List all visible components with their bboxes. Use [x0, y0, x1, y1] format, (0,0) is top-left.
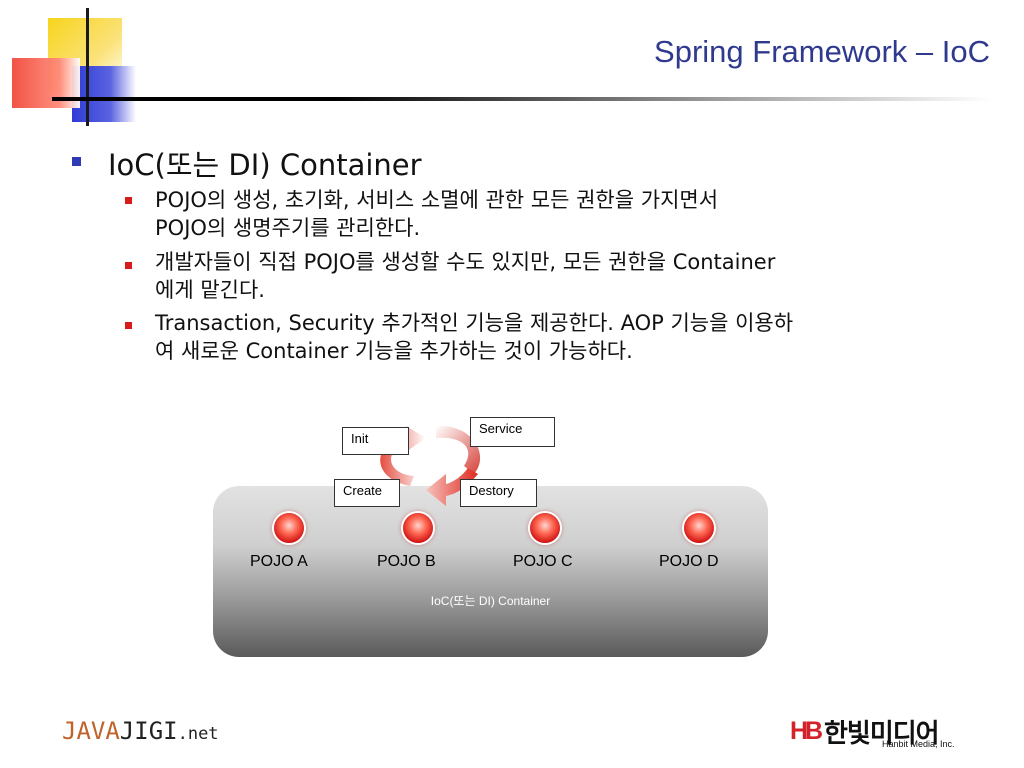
javajigi-logo-part3: .net — [177, 724, 219, 744]
stage-destroy-box: Destory — [460, 479, 537, 507]
pojo-b-dot-icon — [403, 513, 433, 543]
sub-bullet-3-line1: Transaction, Security 추가적인 기능을 제공한다. AOP… — [155, 311, 794, 335]
hanbit-media-logo: HB 한빛미디어 Hanbit Media, Inc. — [790, 713, 990, 753]
sub-bullet-1-line2: POJO의 생명주기를 관리한다. — [155, 216, 421, 240]
sub-bullet-icon — [125, 197, 132, 204]
sub-bullet-2-line2: 에게 맡긴다. — [155, 278, 265, 302]
pojo-a-dot-icon — [274, 513, 304, 543]
decor-blue-square — [72, 66, 136, 122]
ioc-container-box: IoC(또는 DI) Container — [213, 486, 768, 657]
title-underline — [52, 97, 992, 101]
javajigi-logo-part1: JAVA — [62, 717, 120, 745]
container-label: IoC(또는 DI) Container — [430, 594, 551, 608]
pojo-c-dot-icon — [530, 513, 560, 543]
bullet-main: IoC(또는 DI) Container — [108, 148, 422, 182]
bullet-square-icon — [72, 157, 81, 166]
hanbit-subtitle: Hanbit Media, Inc. — [882, 739, 955, 749]
sub-bullet-icon — [125, 322, 132, 329]
pojo-d-label: POJO D — [659, 553, 719, 570]
javajigi-logo: JAVAJIGI.net — [62, 717, 219, 745]
pojo-c-label: POJO C — [513, 553, 573, 570]
stage-service-box: Service — [470, 417, 555, 447]
sub-bullet-icon — [125, 262, 132, 269]
sub-bullet-2-line1: 개발자들이 직접 POJO를 생성할 수도 있지만, 모든 권한을 Contai… — [155, 250, 776, 274]
stage-create-box: Create — [334, 479, 400, 507]
pojo-b-label: POJO B — [377, 553, 436, 570]
pojo-a-label: POJO A — [250, 553, 308, 570]
sub-bullet-1-line1: POJO의 생성, 초기화, 서비스 소멸에 관한 모든 권한을 가지면서 — [155, 188, 719, 212]
hanbit-name: 한빛미디어 — [824, 719, 940, 749]
javajigi-logo-part2: JIGI — [119, 717, 178, 745]
pojo-d-dot-icon — [684, 513, 714, 543]
sub-bullet-3-line2: 여 새로운 Container 기능을 추가하는 것이 가능하다. — [155, 339, 633, 363]
hanbit-mark-icon: HB — [790, 717, 823, 745]
stage-init-box: Init — [342, 427, 409, 455]
decor-vertical-line — [86, 8, 89, 126]
slide-title: Spring Framework – IoC — [654, 34, 990, 69]
